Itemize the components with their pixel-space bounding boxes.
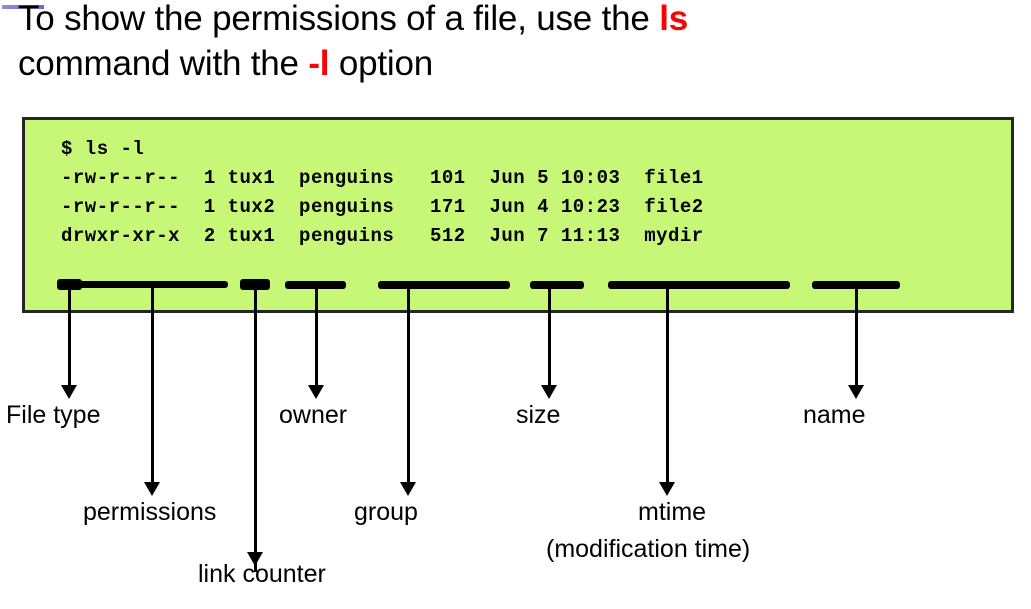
arrowhead-size	[541, 385, 557, 399]
field-bar-group	[378, 281, 510, 289]
connector-permissions	[151, 285, 154, 482]
heading-text-part-3: option	[329, 44, 434, 83]
label-size: size	[516, 401, 561, 429]
label-file-type: File type	[6, 401, 101, 429]
page-title: To show the permissions of a file, use t…	[18, 0, 1018, 86]
label-link-counter: link counter	[198, 560, 326, 588]
field-bar-mtime	[608, 281, 790, 289]
label-group: group	[354, 498, 418, 526]
field-bar-link-counter	[240, 279, 270, 290]
connector-group	[407, 285, 410, 482]
arrowhead-mtime	[659, 482, 675, 496]
heading-text-part-2: command with the	[18, 44, 299, 83]
arrowhead-permissions	[144, 482, 160, 496]
heading-keyword-dash-l: -l	[308, 44, 330, 83]
heading-keyword-ls: ls	[659, 0, 688, 38]
connector-owner	[315, 285, 318, 385]
connector-link-counter	[254, 285, 257, 572]
label-owner: owner	[279, 401, 348, 429]
field-bar-size	[530, 281, 584, 289]
heading-text-part-1: To show the permissions of a file, use t…	[18, 0, 660, 38]
terminal-listing-text: $ ls -l -rw-r--r-- 1 tux1 penguins 101 J…	[61, 138, 704, 247]
slide-bullet-marker	[2, 5, 44, 9]
connector-name	[855, 285, 858, 385]
arrowhead-file-type	[61, 385, 77, 399]
connector-size	[548, 285, 551, 385]
connector-file-type	[68, 285, 71, 385]
field-bar-permissions	[76, 281, 228, 288]
arrowhead-group	[400, 482, 416, 496]
label-mtime: mtime	[638, 498, 707, 526]
label-name: name	[803, 401, 866, 429]
label-permissions: permissions	[83, 498, 217, 526]
arrowhead-owner	[308, 385, 324, 399]
label-mtime-expansion: (modification time)	[546, 535, 751, 563]
field-bar-file-type	[57, 279, 82, 290]
connector-mtime	[666, 285, 669, 482]
arrowhead-name	[848, 385, 864, 399]
terminal-output-box: $ ls -l -rw-r--r-- 1 tux1 penguins 101 J…	[22, 117, 1014, 313]
arrowhead-link-counter	[247, 552, 263, 566]
